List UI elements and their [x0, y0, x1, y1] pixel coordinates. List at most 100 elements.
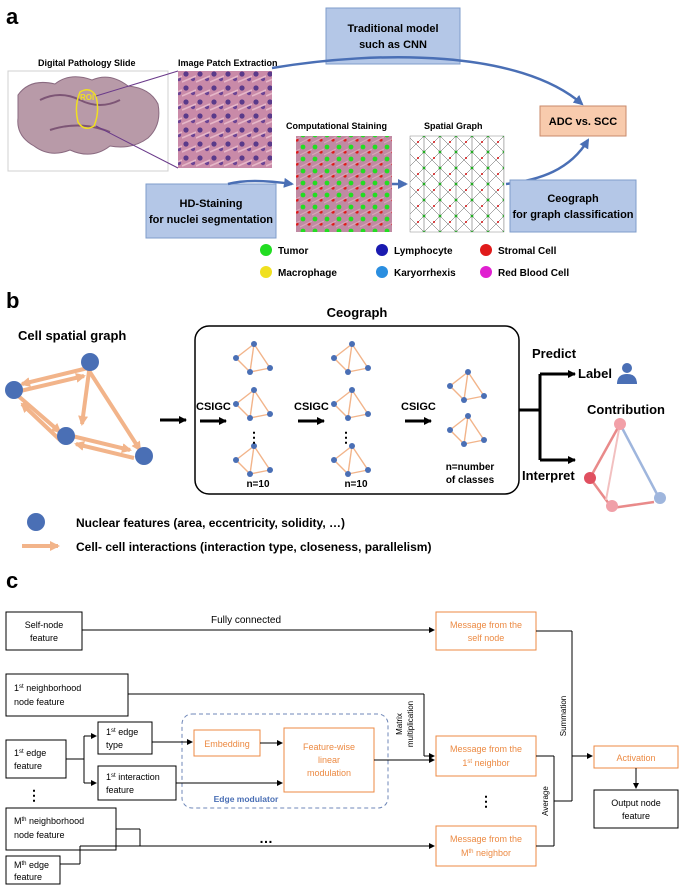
neighbor1-node-box: [5, 673, 129, 717]
cell-type-legend: Tumor Lymphocyte Stromal Cell Macrophage…: [260, 244, 569, 279]
traditional-model-line2: such as CNN: [359, 39, 427, 51]
mini-graph-node: [233, 457, 239, 463]
mini-graph-node: [465, 369, 471, 375]
matrix-mult-line1: Matrix: [395, 713, 404, 735]
edge-type-line2: type: [106, 740, 123, 750]
mini-graph-node: [349, 341, 355, 347]
legend-karyorrhexis-label: Karyorrhexis: [394, 268, 456, 279]
matrix-mult-line2: multiplication: [406, 701, 415, 747]
roi-zoom-line-bottom: [95, 125, 179, 169]
image-patch: [178, 71, 272, 168]
ceograph-line1: Ceograph: [547, 193, 599, 205]
mini-graph: [233, 443, 273, 477]
mini-graph: [233, 387, 273, 421]
mini-graph-node: [461, 441, 467, 447]
activation-label: Activation: [616, 753, 655, 763]
mini-graph-edge: [333, 389, 353, 405]
mini-graph-edge: [235, 343, 255, 359]
mini-graph-edge: [347, 343, 353, 373]
mini-graph-node: [481, 437, 487, 443]
mini-graph-node: [461, 397, 467, 403]
mini-graph-edge: [253, 389, 271, 415]
edge1-line1: 1st edge: [14, 748, 46, 758]
interpret-label: Interpret: [522, 468, 575, 483]
legend-node-icon: [27, 513, 45, 531]
mini-graph-node: [447, 383, 453, 389]
mini-graph-node: [365, 467, 371, 473]
legend-edges-text: Cell- cell interactions (interaction typ…: [76, 540, 431, 554]
mini-graph-edge: [333, 357, 349, 373]
ceograph-box: [509, 179, 637, 233]
graph-edge: [20, 366, 89, 387]
mini-graph-node: [267, 365, 273, 371]
edge1-line2: feature: [14, 761, 42, 771]
mini-graph: [447, 413, 487, 447]
legend-rbc-dot: [480, 266, 492, 278]
mini-graph: [331, 387, 371, 421]
spatial-graph-title: Spatial Graph: [424, 121, 483, 131]
mini-graph-edge: [333, 445, 353, 461]
graph-edge: [74, 441, 135, 460]
mini-graph-node: [233, 355, 239, 361]
mini-graph-node: [251, 387, 257, 393]
mini-graph-node: [247, 471, 253, 477]
mini-graph-edge: [333, 343, 353, 359]
msg-neighborM-line1: Message from the: [450, 834, 522, 844]
self-node-box: [5, 611, 83, 651]
output-line1: Output node: [611, 798, 661, 808]
csigc-label-2: CSIGC: [294, 401, 329, 413]
panel-a-letter: a: [6, 4, 19, 29]
graph-node: [135, 447, 153, 465]
fully-connected-label: Fully connected: [211, 615, 281, 626]
edge-modulator-label: Edge modulator: [214, 794, 279, 804]
interaction-line2: feature: [106, 785, 134, 795]
graph-node: [81, 353, 99, 371]
neighbor1-line1: 1st neighborhood: [14, 683, 81, 693]
mini-graph-node: [365, 365, 371, 371]
mini-graph-node: [267, 467, 273, 473]
mini-graph-edge: [449, 385, 465, 401]
mini-graph-edge: [347, 469, 369, 475]
mini-graph: [233, 341, 273, 375]
mini-graph-edge: [253, 445, 271, 471]
msg-neighbor1-box: [435, 735, 537, 777]
legend-tumor-dot: [260, 244, 272, 256]
msg-neighborM-box: [435, 825, 537, 867]
legend-macrophage-label: Macrophage: [278, 268, 337, 279]
mini-graph-edge: [351, 445, 369, 471]
mini-graph-edge: [235, 445, 255, 461]
msg-self-line2: self node: [468, 633, 505, 643]
mini-graph-edge: [235, 403, 251, 419]
film-line3: modulation: [307, 768, 351, 778]
spatial-graph-image: [409, 135, 505, 233]
mini-graph-node: [465, 413, 471, 419]
arrow-patch-to-cnn: [271, 55, 584, 106]
tissue-section: [17, 76, 160, 155]
mini-graph-edge: [467, 415, 485, 441]
summation-label: Summation: [559, 696, 568, 736]
mini-graph-node: [345, 369, 351, 375]
mini-graph: [447, 369, 487, 403]
mini-graph-node: [247, 415, 253, 421]
legend-lymphocyte-label: Lymphocyte: [394, 246, 453, 257]
neighbor1-line2: node feature: [14, 697, 65, 707]
mini-graph-node: [481, 393, 487, 399]
mini-graph-node: [331, 457, 337, 463]
patch-title: Image Patch Extraction: [178, 58, 278, 68]
legend-macrophage-dot: [260, 266, 272, 278]
mini-graph-edge: [347, 389, 353, 419]
mini-graph-edge: [351, 343, 369, 369]
mini-graph-edge: [351, 389, 369, 415]
panel-c-letter: c: [6, 568, 18, 593]
mini-graph-edge: [463, 395, 485, 401]
hd-staining-box: [145, 183, 277, 239]
mini-graph-node: [349, 387, 355, 393]
mini-graph-edge: [249, 413, 271, 419]
label-label: Label: [578, 366, 612, 381]
mini-graph-layers: [233, 341, 487, 477]
mini-graph-edge: [249, 389, 255, 419]
mini-graph-edge: [333, 459, 349, 475]
output-label: ADC vs. SCC: [549, 116, 618, 128]
msg-neighborM-line2: Mth neighbor: [461, 848, 511, 858]
